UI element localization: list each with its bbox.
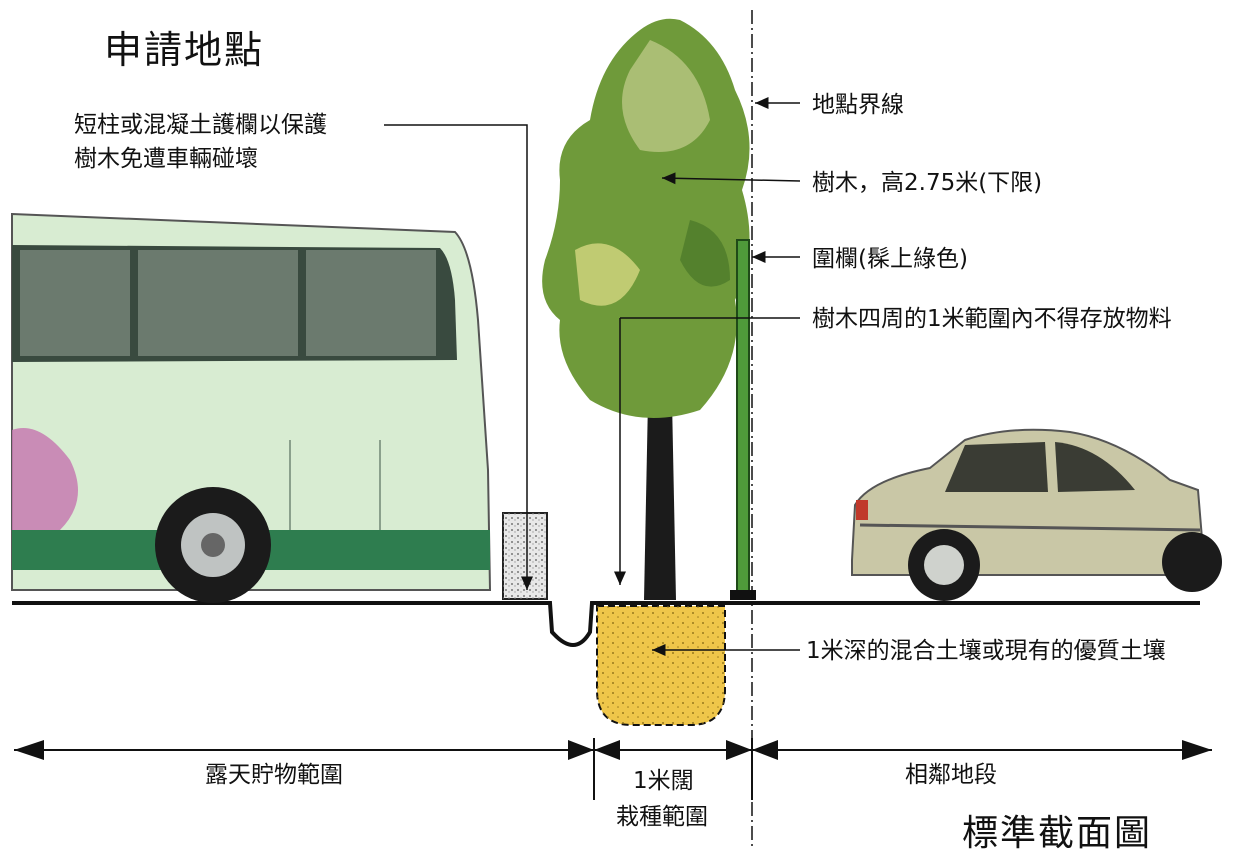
footer-title: 標準截面圖 — [962, 813, 1153, 854]
tree-leader — [661, 172, 801, 185]
tree-illustration — [542, 18, 750, 600]
site-boundary-callout: 地點界線 — [812, 92, 904, 118]
green-fence — [736, 239, 750, 595]
bollard-leader — [384, 124, 533, 590]
dimension-lines — [14, 738, 1212, 800]
bus-illustration — [11, 212, 492, 603]
dimension-middle-label-1: 1米闊 — [633, 768, 694, 794]
tree-callout: 樹木，高2.75米(下限) — [812, 170, 1043, 196]
bollard-callout-line-2: 樹木免遭車輛碰壞 — [74, 146, 258, 172]
dimension-middle-label-2: 栽種範圍 — [616, 804, 708, 830]
clear-zone-callout: 樹木四周的1米範圍內不得存放物料 — [812, 306, 1172, 332]
fence-callout: 圍欄(髹上綠色) — [812, 246, 968, 272]
dimension-left-label: 露天貯物範圍 — [205, 762, 343, 788]
dimension-right-label: 相鄰地段 — [905, 762, 997, 788]
soil-callout: 1米深的混合土壤或現有的優質土壤 — [806, 638, 1166, 664]
car-illustration — [851, 428, 1222, 601]
soil-pit — [596, 605, 726, 726]
ground-line — [12, 601, 1200, 647]
bollard-callout-line-1: 短柱或混凝土護欄以保護 — [74, 112, 327, 138]
diagram-title: 申請地點 — [104, 28, 265, 72]
